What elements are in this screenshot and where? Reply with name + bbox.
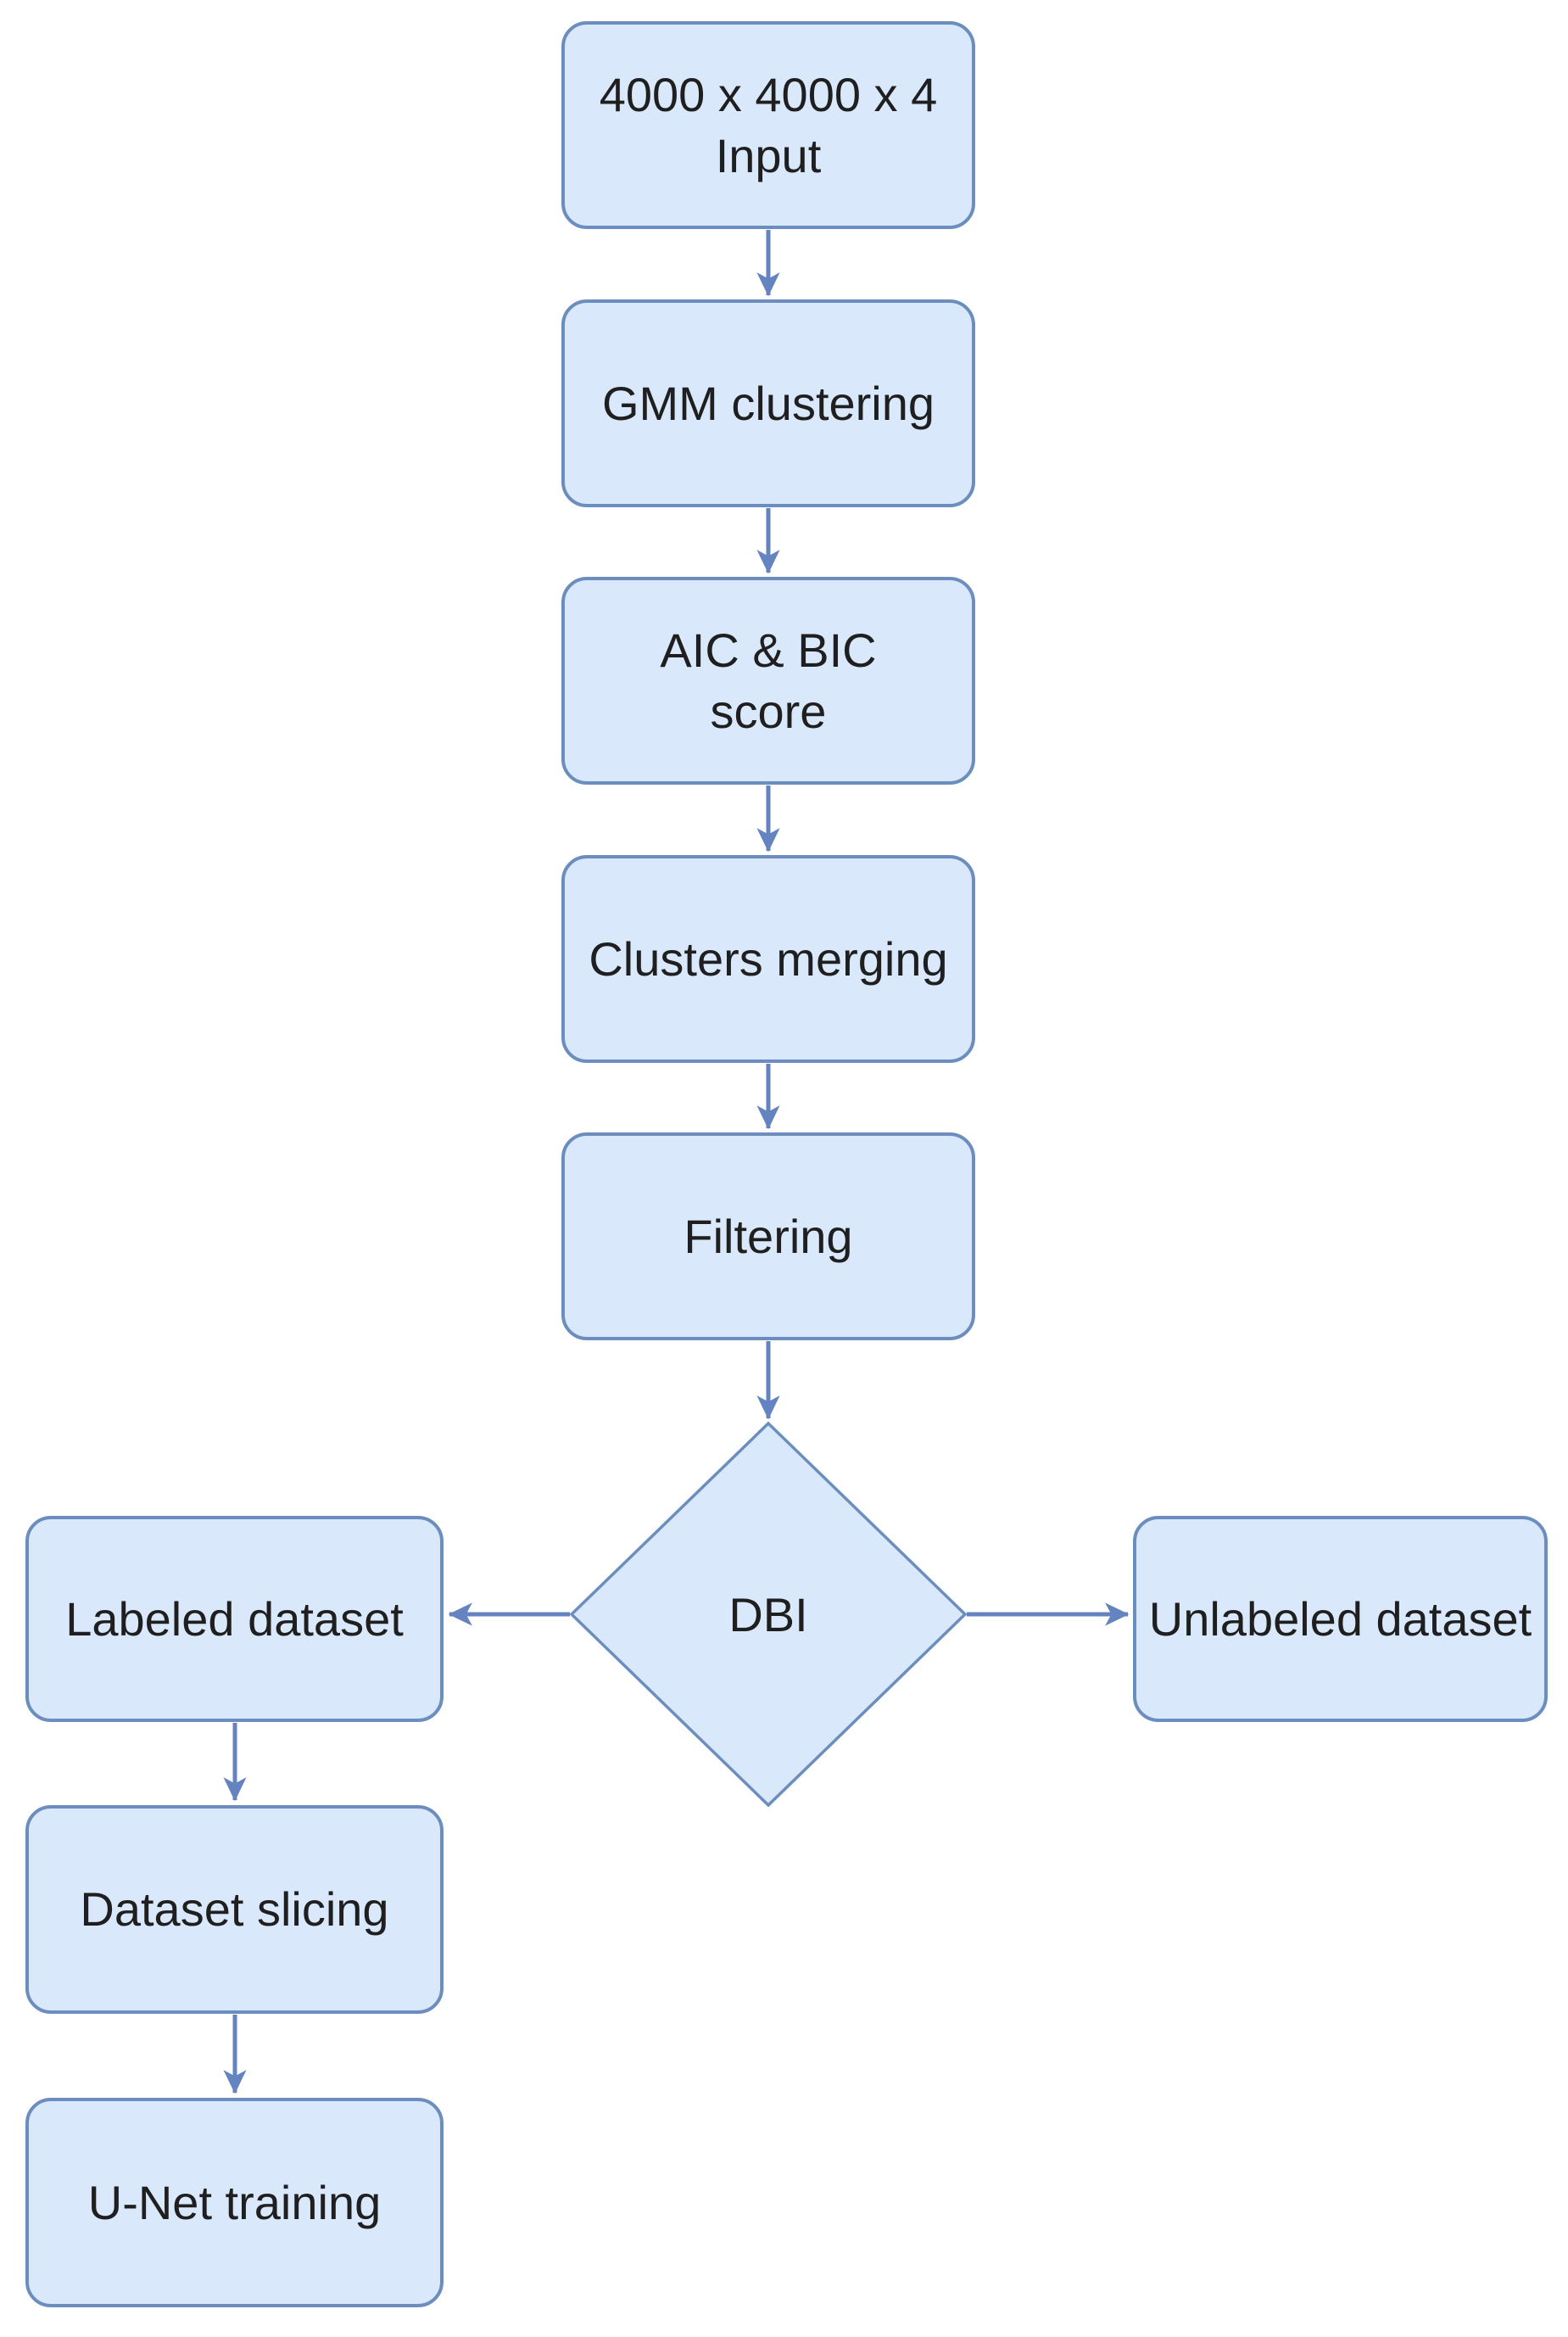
node-input: 4000 x 4000 x 4 Input (561, 21, 975, 229)
node-input-label: 4000 x 4000 x 4 Input (599, 67, 938, 182)
node-unlabeled-dataset: Unlabeled dataset (1133, 1516, 1548, 1722)
node-filtering: Filtering (561, 1132, 975, 1340)
node-clusters-merging: Clusters merging (561, 855, 975, 1063)
node-unlabeled-dataset-label: Unlabeled dataset (1148, 1591, 1532, 1646)
node-labeled-dataset: Labeled dataset (25, 1516, 444, 1722)
node-unet-training-label: U-Net training (87, 2175, 382, 2229)
node-unet-training: U-Net training (25, 2098, 444, 2307)
dbi-diamond-shape (569, 1421, 968, 1808)
node-gmm-clustering: GMM clustering (561, 299, 975, 507)
node-gmm-clustering-label: GMM clustering (601, 376, 935, 430)
node-aic-bic-score: AIC & BIC score (561, 577, 975, 785)
node-filtering-label: Filtering (684, 1209, 853, 1263)
node-clusters-merging-label: Clusters merging (589, 931, 948, 986)
node-dataset-slicing: Dataset slicing (25, 1805, 444, 2014)
node-labeled-dataset-label: Labeled dataset (65, 1591, 404, 1646)
node-aic-bic-score-label: AIC & BIC score (660, 623, 877, 738)
node-dataset-slicing-label: Dataset slicing (80, 1882, 389, 1937)
